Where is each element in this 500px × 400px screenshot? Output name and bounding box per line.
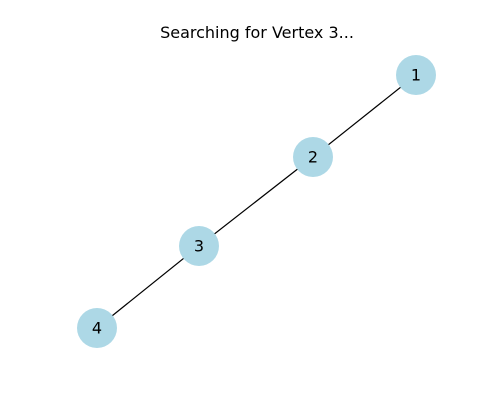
node-4[interactable]: 4 bbox=[77, 308, 117, 348]
node-circle bbox=[396, 55, 436, 95]
node-2[interactable]: 2 bbox=[293, 137, 333, 177]
edge-layer bbox=[96, 74, 417, 329]
node-label: 3 bbox=[194, 237, 204, 256]
node-label: 1 bbox=[411, 66, 421, 85]
edge-1-2 bbox=[312, 74, 417, 158]
figure-title: Searching for Vertex 3... bbox=[160, 23, 354, 42]
node-circle bbox=[179, 226, 219, 266]
node-label: 2 bbox=[308, 148, 318, 167]
node-1[interactable]: 1 bbox=[396, 55, 436, 95]
node-label: 4 bbox=[92, 319, 102, 338]
edge-3-4 bbox=[96, 245, 200, 329]
node-layer: 1 2 3 4 bbox=[77, 55, 436, 348]
node-circle bbox=[77, 308, 117, 348]
node-circle bbox=[293, 137, 333, 177]
node-3[interactable]: 3 bbox=[179, 226, 219, 266]
edge-2-3 bbox=[198, 156, 314, 247]
